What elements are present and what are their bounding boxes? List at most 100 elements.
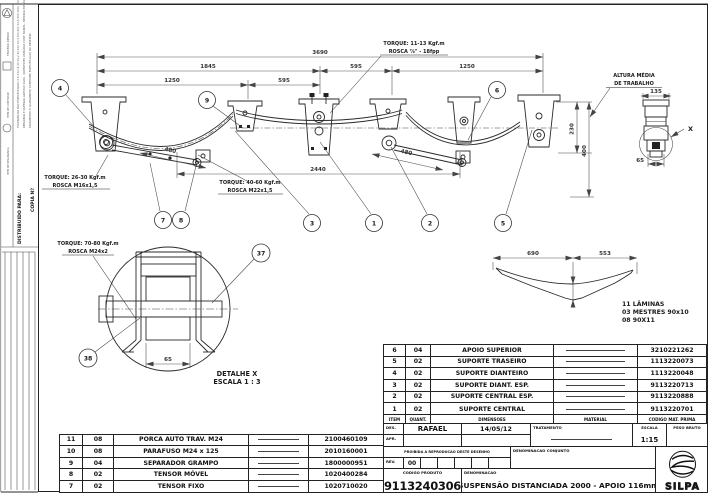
balloon-3: 3 — [303, 214, 321, 232]
logo-box: SILPA — [655, 446, 708, 493]
qty-cell: 04 — [83, 457, 114, 470]
safety-symbol — [2, 123, 12, 133]
dim-400: 400 — [582, 145, 588, 157]
tratamento-dash — [551, 439, 612, 440]
dim-595-r2: 595 — [350, 64, 362, 70]
dim-480-right: 480 — [400, 149, 413, 157]
code-cell: 1113220048 — [638, 368, 707, 380]
material-cell — [249, 469, 309, 481]
dim-690: 690 — [527, 251, 539, 257]
item-cell: 3 — [384, 379, 406, 392]
balloon-2: 2 — [421, 214, 439, 232]
material-cell — [249, 480, 309, 493]
material-cell — [554, 379, 638, 392]
code-cell: 2010160001 — [309, 446, 384, 458]
rear-support — [447, 96, 481, 144]
denominacao-value: SUSPENSÃO DISTANCIADA 2000 - APOIO 116mm — [461, 480, 656, 490]
item-cell: 1 — [384, 403, 406, 415]
code-cell: 3210221262 — [638, 345, 707, 357]
balloon-6: 6 — [488, 81, 506, 99]
material-dash — [566, 384, 625, 386]
item-cell: 6 — [384, 345, 406, 357]
material-cell — [554, 368, 638, 380]
rear-hanger — [517, 94, 561, 148]
detail-x-indicator-circle — [639, 127, 673, 161]
dim-1250-r3: 1250 — [164, 78, 180, 84]
item-cell: 9 — [60, 457, 83, 470]
material-dash — [566, 373, 625, 375]
svg-text:3: 3 — [310, 221, 314, 228]
front-hanger — [81, 96, 127, 152]
material-dash — [566, 396, 625, 398]
des-label: DES. — [386, 425, 396, 430]
svg-text:8: 8 — [179, 218, 183, 225]
parts-table-right: 6 04 APOIO SUPERIOR 3210221262 5 02 SUPO… — [383, 344, 708, 416]
torque-notes: TORQUE: 11-13 Kgf.m ROSCA ⅞" - 18fpp TOR… — [42, 41, 448, 320]
escala-label: ESCALA — [641, 425, 658, 430]
denominacao-label: DENOMINACAO — [464, 470, 497, 475]
desc-cell: PARAFUSO M24 x 125 — [114, 446, 249, 458]
material-dash — [566, 361, 625, 363]
code-cell: 1800000951 — [309, 457, 384, 470]
item-cell: 4 — [384, 368, 406, 380]
detail-scale: ESCALA 1 : 3 — [213, 378, 261, 386]
dim-2440: 2440 — [310, 167, 326, 173]
material-dash — [257, 474, 300, 476]
desc-cell: PORCA AUTO TRAV. M24 — [114, 434, 249, 447]
torque-mid-line2: ROSCA M22x1,5 — [228, 188, 274, 194]
material-cell — [249, 446, 309, 458]
desc-cell: TENSOR FIXO — [114, 480, 249, 493]
torque-detail-line2: ROSCA M24x2 — [68, 249, 108, 255]
leaf-spring-view: 690 553 11 LÂMINAS 03 MESTRES 90x10 08 9… — [492, 251, 689, 324]
balloon-37: 37 — [251, 243, 271, 263]
material-cell — [249, 434, 309, 447]
balloon-4: 4 — [51, 79, 69, 97]
denominacao-conjunto-label: DENOMINACAO CONJUNTO — [513, 448, 570, 453]
svg-text:5: 5 — [501, 221, 505, 228]
working-height-note: ALTURA MÉDIA DE TRABALHO — [589, 71, 662, 118]
item-cell: 7 — [60, 480, 83, 493]
dim-135: 135 — [650, 89, 662, 95]
qty-cell: 02 — [406, 356, 431, 369]
material-cell — [554, 403, 638, 415]
qty-cell: 02 — [83, 469, 114, 481]
laminas-line2: 03 MESTRES 90x10 — [622, 309, 689, 316]
code-cell: 1020710020 — [309, 480, 384, 493]
header-qty: QUANT. — [406, 415, 431, 424]
item-cell: 2 — [384, 391, 406, 404]
x-label: X — [688, 125, 693, 133]
peso-label: PESO BRUTO — [673, 425, 701, 430]
code-cell: 9113220713 — [638, 379, 707, 392]
dim-1250-r2: 1250 — [459, 64, 475, 70]
dim-480-left: 480 — [164, 147, 177, 155]
svg-text:6: 6 — [495, 88, 499, 95]
material-dash — [566, 408, 625, 410]
parts-table-left: 11 08 PORCA AUTO TRAV. M24 2100460109 10… — [59, 433, 385, 494]
balloon-1: 1 — [365, 214, 383, 232]
balloon-8: 8 — [172, 211, 190, 229]
torque-mid-line1: TORQUE: 40-60 Kgf.m — [219, 180, 280, 186]
qty-cell: 02 — [406, 403, 431, 415]
svg-text:2: 2 — [428, 221, 432, 228]
dim-595-r3: 595 — [278, 78, 290, 84]
material-dash — [257, 439, 300, 441]
torque-top-line1: TORQUE: 11-13 Kgf.m — [383, 41, 444, 47]
desc-cell: TENSOR MÓVEL — [114, 469, 249, 481]
item-cell: 11 — [60, 434, 83, 447]
desc-cell: SEPARADOR GRAMPO — [114, 457, 249, 470]
dim-3690: 3690 — [312, 50, 328, 56]
desc-cell: SUPORTE CENTRAL ESP. — [431, 391, 554, 404]
header-item: ITEM — [384, 415, 406, 424]
front-support — [227, 100, 263, 132]
codigo-produto-label: CODIGO PRODUTO — [402, 470, 443, 475]
dim-230: 230 — [570, 123, 576, 135]
svg-text:1: 1 — [372, 221, 376, 228]
distribution-table — [2, 251, 36, 490]
desc-cell: SUPORTE TRASEIRO — [431, 356, 554, 369]
main-assembly-view — [81, 93, 561, 167]
balloons: 4 9 6 7 8 3 1 2 5 37 38 — [51, 79, 533, 368]
balloon-7: 7 — [154, 211, 172, 229]
projection-symbol — [2, 8, 12, 18]
control-note: ITEM DE CONTROLE — [6, 92, 10, 118]
